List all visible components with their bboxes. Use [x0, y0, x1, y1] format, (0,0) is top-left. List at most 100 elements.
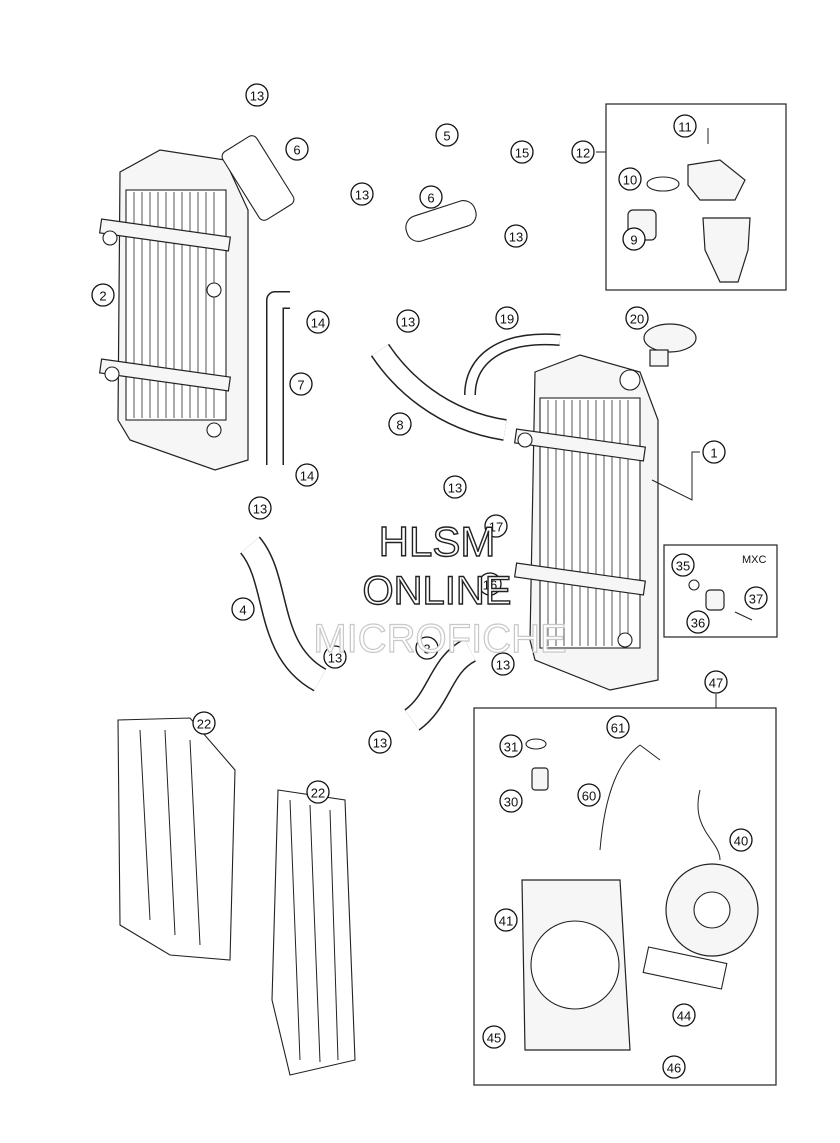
- callout-40: 40: [729, 828, 753, 852]
- callout-45: 45: [482, 1025, 506, 1049]
- svg-text:5: 5: [443, 129, 450, 144]
- callout-46: 46: [662, 1055, 686, 1079]
- svg-text:61: 61: [611, 721, 625, 736]
- watermark-line1: HLSM: [379, 518, 496, 565]
- callout-31: 31: [499, 734, 523, 758]
- callout-13g: 13: [323, 645, 347, 669]
- callout-36: 36: [686, 610, 710, 634]
- callout-4: 4: [231, 597, 255, 621]
- callout-12: 12: [571, 140, 595, 164]
- svg-text:37: 37: [749, 592, 763, 607]
- radiator-guards: [117, 717, 356, 1076]
- svg-text:44: 44: [677, 1009, 691, 1024]
- svg-text:22: 22: [197, 717, 211, 732]
- svg-text:13: 13: [328, 651, 342, 666]
- svg-text:6: 6: [293, 143, 300, 158]
- leader-1: [651, 451, 700, 501]
- callout-14b: 14: [295, 463, 319, 487]
- callout-13d: 13: [396, 309, 420, 333]
- watermark-line2: ONLINE: [363, 569, 512, 613]
- callout-13i: 13: [368, 730, 392, 754]
- svg-text:46: 46: [667, 1061, 681, 1076]
- svg-text:13: 13: [253, 502, 267, 517]
- callout-14a: 14: [306, 310, 330, 334]
- svg-text:13: 13: [448, 481, 462, 496]
- callout-37: 37: [744, 586, 768, 610]
- svg-text:17: 17: [489, 520, 503, 535]
- callout-6b: 6: [419, 185, 443, 209]
- svg-text:22: 22: [311, 786, 325, 801]
- thermostat-kit-box: [605, 103, 787, 291]
- callout-13a: 13: [245, 83, 269, 107]
- svg-text:14: 14: [311, 316, 325, 331]
- svg-text:3: 3: [423, 642, 430, 657]
- callout-17: 17: [484, 514, 508, 538]
- svg-text:47: 47: [709, 676, 723, 691]
- callout-9: 9: [622, 227, 646, 251]
- callout-13c: 13: [504, 224, 528, 248]
- callout-8: 8: [388, 412, 412, 436]
- svg-text:6: 6: [427, 191, 434, 206]
- callout-35: 35: [671, 553, 695, 577]
- mxc-parts: [688, 579, 753, 621]
- callout-15: 15: [510, 140, 534, 164]
- callout-19: 19: [495, 306, 519, 330]
- callout-13h: 13: [491, 652, 515, 676]
- callout-60: 60: [577, 783, 601, 807]
- callout-5: 5: [435, 123, 459, 147]
- callout-1: 1: [702, 440, 726, 464]
- svg-text:31: 31: [504, 740, 518, 755]
- svg-text:40: 40: [734, 834, 748, 849]
- callout-2: 2: [91, 283, 115, 307]
- variant-label: MXC: [742, 554, 767, 566]
- svg-text:60: 60: [582, 789, 596, 804]
- callout-10: 10: [618, 167, 642, 191]
- svg-text:11: 11: [678, 120, 692, 135]
- callout-41: 41: [494, 908, 518, 932]
- svg-text:7: 7: [297, 378, 304, 393]
- callout-13e: 13: [443, 475, 467, 499]
- callout-20: 20: [625, 306, 649, 330]
- fan-kit-box: [473, 707, 777, 1086]
- callout-61: 61: [606, 715, 630, 739]
- svg-text:30: 30: [504, 795, 518, 810]
- svg-text:13: 13: [355, 188, 369, 203]
- svg-text:20: 20: [630, 312, 644, 327]
- svg-text:1: 1: [710, 446, 717, 461]
- svg-text:13: 13: [496, 658, 510, 673]
- callout-7: 7: [289, 372, 313, 396]
- svg-text:15: 15: [515, 146, 529, 161]
- svg-text:16: 16: [483, 578, 497, 593]
- svg-text:8: 8: [396, 418, 403, 433]
- left-radiator: [98, 149, 249, 471]
- callout-22b: 22: [306, 780, 330, 804]
- svg-text:35: 35: [676, 559, 690, 574]
- callout-3: 3: [415, 636, 439, 660]
- svg-text:2: 2: [99, 289, 106, 304]
- svg-text:14: 14: [300, 469, 314, 484]
- watermark: HLSM ONLINE MICROFICHE: [313, 517, 568, 661]
- svg-text:4: 4: [239, 603, 246, 618]
- radiator-cap: [643, 323, 697, 367]
- callout-22a: 22: [192, 711, 216, 735]
- right-radiator: [513, 323, 697, 691]
- callout-11: 11: [673, 114, 697, 138]
- svg-text:45: 45: [487, 1031, 501, 1046]
- mxc-variant-box: [663, 544, 778, 638]
- svg-text:36: 36: [691, 616, 705, 631]
- svg-text:12: 12: [576, 146, 590, 161]
- callout-47: 47: [704, 670, 728, 694]
- callout-13b: 13: [350, 182, 374, 206]
- callout-16: 16: [478, 572, 502, 596]
- callout-6a: 6: [285, 137, 309, 161]
- callout-13f: 13: [248, 496, 272, 520]
- callout-30: 30: [499, 789, 523, 813]
- callout-44: 44: [672, 1003, 696, 1027]
- svg-text:19: 19: [500, 312, 514, 327]
- svg-text:13: 13: [401, 315, 415, 330]
- svg-text:13: 13: [373, 736, 387, 751]
- svg-text:41: 41: [499, 914, 513, 929]
- thermostat-parts: [627, 128, 751, 283]
- fan-kit-parts: [521, 738, 759, 1051]
